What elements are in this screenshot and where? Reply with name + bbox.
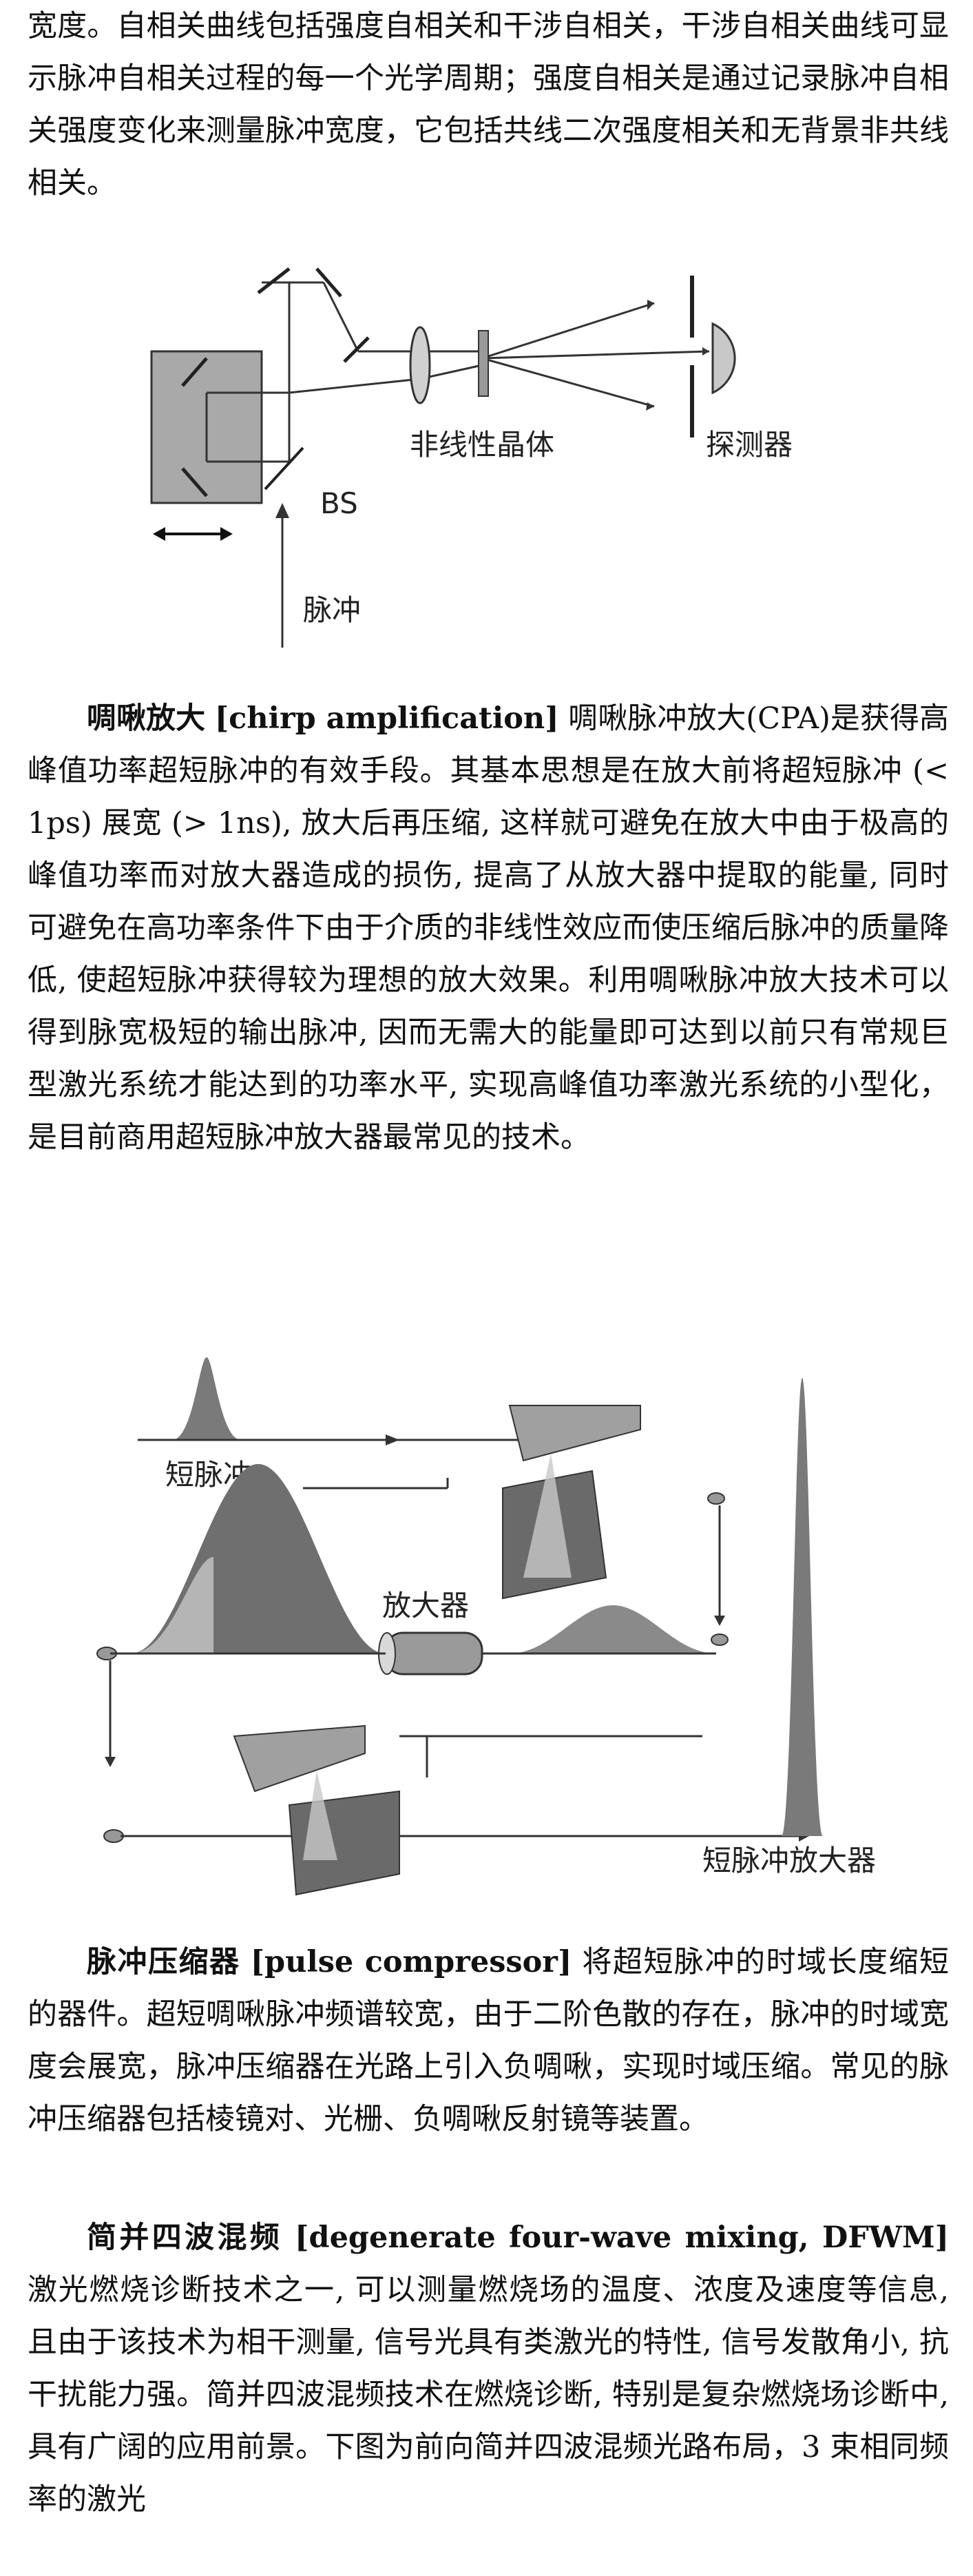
stretcher-grating	[508, 1405, 641, 1462]
entry-term: 简并四波混频	[87, 2220, 283, 2255]
nonlinear-crystal	[478, 330, 489, 397]
stage-motion-arrow	[153, 527, 233, 541]
stretched-pulse	[510, 1605, 716, 1653]
label-crystal: 非线性晶体	[410, 428, 554, 462]
intro-paragraph: 宽度。自相关曲线包括强度自相关和干涉自相关，干涉自相关曲线可显示脉冲自相关过程的…	[28, 0, 949, 209]
entry-term: 脉冲压缩器	[87, 1945, 240, 1979]
label-amplifier: 放大器	[382, 1589, 469, 1622]
intro-text: 宽度。自相关曲线包括强度自相关和干涉自相关，干涉自相关曲线可显示脉冲自相关过程的…	[28, 9, 949, 200]
label-bs: BS	[320, 486, 358, 520]
detector-icon	[711, 322, 736, 395]
label-output: 短脉冲放大器	[702, 1844, 876, 1877]
entry-body: 激光燃烧诊断技术之一, 可以测量燃烧场的温度、浓度及速度等信息, 且由于该技术为…	[28, 2273, 949, 2517]
beam-paths	[205, 281, 710, 648]
entry-english: [pulse compressor]	[250, 1945, 572, 1979]
entry-pulse-compressor: 脉冲压缩器 [pulse compressor] 将超短脉冲的时域长度缩短的器件…	[28, 1936, 949, 2145]
output-pulse	[782, 1378, 823, 1836]
compressor-grating	[233, 1724, 366, 1793]
amplifier-rod	[384, 1631, 483, 1676]
autocorrelator-figure: 非线性晶体 探测器 BS 脉冲	[150, 267, 793, 648]
entry-body: 啁啾脉冲放大(CPA)是获得高峰值功率超短脉冲的有效手段。其基本思想是在放大前将…	[28, 701, 949, 1155]
entry-term: 啁啾放大	[87, 701, 206, 736]
entry-dfwm: 简并四波混频 [degenerate four-wave mixing, DFW…	[28, 2212, 949, 2526]
beam-splitter	[264, 446, 304, 491]
label-pulse: 脉冲	[303, 593, 361, 627]
pulse-arrow	[275, 503, 289, 518]
entry-body: 将超短脉冲的时域长度缩短的器件。超短啁啾脉冲频谱较宽，由于二阶色散的存在，脉冲的…	[28, 1945, 950, 2136]
entry-english: [degenerate four-wave mixing, DFWM]	[295, 2220, 949, 2255]
lens	[409, 326, 431, 404]
label-detector: 探测器	[706, 428, 793, 462]
cpa-figure: 短脉冲 放大器 短脉冲放大器	[96, 1357, 876, 1896]
entry-english: [chirp amplification]	[214, 701, 559, 736]
input-pulse	[172, 1357, 241, 1440]
entry-chirp-amplification: 啁啾放大 [chirp amplification] 啁啾脉冲放大(CPA)是获…	[28, 692, 949, 1164]
